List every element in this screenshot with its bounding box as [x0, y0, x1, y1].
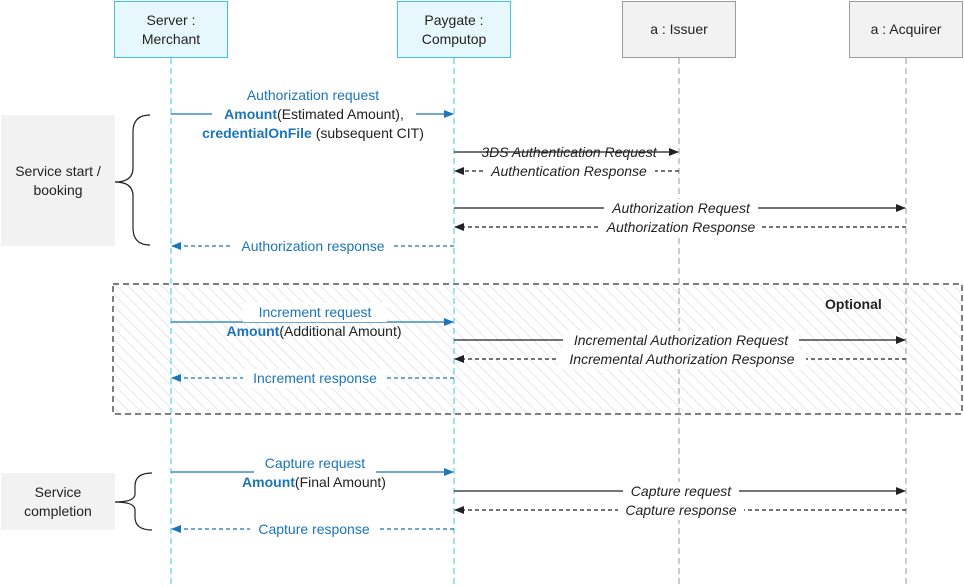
group-service-start-line1: Service start / — [15, 162, 101, 179]
group-service-start: Service start / booking — [1, 115, 115, 246]
auth-request-amount: Amount(Estimated Amount), — [212, 105, 416, 124]
increment-request-amount: Amount(Additional Amount) — [213, 322, 415, 341]
capture-request-title: Capture request — [254, 454, 376, 473]
label-auth-response: Authorization response — [233, 237, 393, 256]
label-increment-response: Increment response — [243, 369, 387, 388]
inc-amount-key: Amount — [226, 323, 280, 339]
auth-amount-value: (Estimated Amount), — [277, 106, 404, 122]
participant-merchant-line2: Merchant — [141, 30, 201, 47]
label-3ds-request: 3DS Authentication Request — [481, 144, 657, 160]
participant-computop-line2: Computop — [421, 30, 487, 47]
label-acq-inc-response: Incremental Authorization Response — [558, 350, 806, 369]
participant-computop: Paygate : Computop — [397, 1, 511, 58]
label-acq-inc-request: Incremental Authorization Request — [563, 331, 799, 350]
auth-cof-key: credentialOnFile — [202, 125, 312, 141]
label-capture-response: Capture response — [250, 520, 378, 539]
cap-amount-key: Amount — [242, 474, 295, 490]
group-service-completion: Service completion — [1, 473, 115, 530]
label-acq-cap-request: Capture request — [623, 482, 739, 501]
participant-issuer: a : Issuer — [622, 1, 736, 58]
cap-amount-value: (Final Amount) — [294, 474, 386, 490]
inc-amount-value: (Additional Amount) — [279, 323, 402, 339]
auth-request-cof: credentialOnFile (subsequent CIT) — [196, 124, 430, 143]
optional-label: Optional — [825, 296, 882, 312]
label-acq-auth-request: Authorization Request — [604, 199, 758, 218]
label-acq-cap-response: Capture response — [618, 501, 744, 520]
increment-request-title: Increment request — [243, 303, 387, 322]
auth-cof-value: (subsequent CIT) — [311, 125, 424, 141]
participant-acquirer: a : Acquirer — [849, 1, 963, 58]
group-service-completion-line2: completion — [24, 502, 92, 519]
participant-acquirer-label: a : Acquirer — [870, 21, 942, 37]
participant-computop-line1: Paygate : — [424, 11, 484, 28]
auth-request-title: Authorization request — [236, 86, 390, 105]
group-service-start-line2: booking — [33, 181, 83, 198]
participant-merchant: Server : Merchant — [114, 1, 228, 58]
participant-issuer-label: a : Issuer — [650, 21, 708, 37]
participant-merchant-line1: Server : — [146, 11, 196, 28]
brace-completion — [114, 472, 153, 531]
label-acq-auth-response: Authorization Response — [600, 218, 762, 237]
group-service-completion-line1: Service — [34, 483, 82, 500]
brace-start — [114, 114, 151, 246]
label-3ds-response: Authentication Response — [483, 162, 655, 181]
capture-request-amount: Amount(Final Amount) — [228, 473, 400, 492]
auth-amount-key: Amount — [224, 106, 278, 122]
